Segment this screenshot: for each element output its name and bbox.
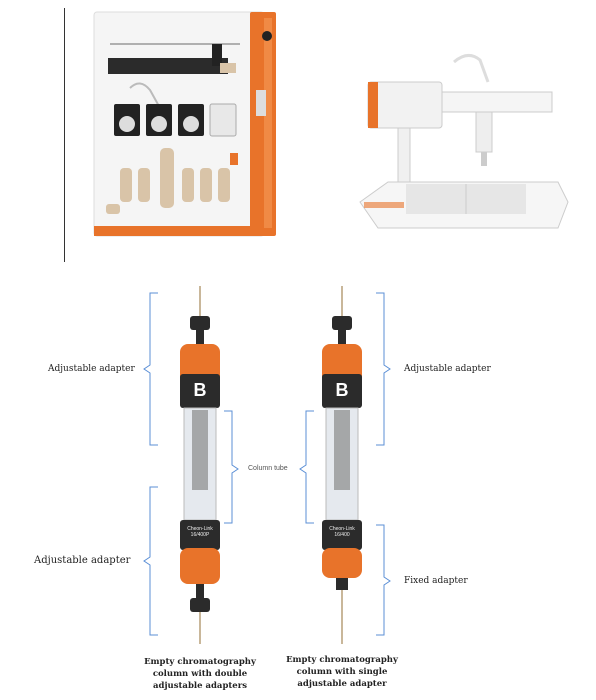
- bracket-overlay: [143, 292, 391, 636]
- label-right-top-adjustable-adapter: Adjustable adapter: [404, 364, 491, 374]
- label-right-bottom-fixed-adapter: Fixed adapter: [404, 576, 468, 586]
- svg-text:B: B: [336, 380, 349, 400]
- chromatography-system-image: [93, 11, 276, 237]
- single-adapter-column: [322, 286, 362, 644]
- brand-b-logo-icon: B: [326, 376, 358, 404]
- label-left-top-adjustable-adapter: Adjustable adapter: [48, 364, 135, 374]
- fraction-collector-image: [359, 54, 569, 229]
- label-column-tube: Column tube: [248, 465, 288, 472]
- label-left-bottom-adjustable-adapter: Adjustable adapter: [34, 555, 131, 566]
- divider-line: [64, 8, 65, 262]
- caption-left-column: Empty chromatography column with double …: [144, 657, 256, 691]
- double-adapter-column: [180, 286, 220, 644]
- right-column-print: Cheon-Link 16/400: [329, 526, 355, 538]
- left-column-print: Cheon-Link 16/400P: [187, 526, 213, 538]
- svg-text:B: B: [194, 380, 207, 400]
- caption-right-column: Empty chromatography column with single …: [286, 655, 398, 689]
- brand-b-logo-icon: B: [184, 376, 216, 404]
